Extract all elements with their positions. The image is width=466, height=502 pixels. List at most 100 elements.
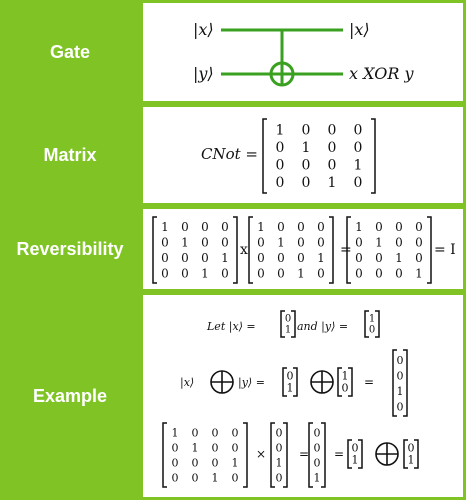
cnot-matrix-entry: 0 bbox=[302, 123, 311, 139]
rev-matrix-b-entry: 1 bbox=[257, 220, 265, 234]
output-vector-1-entry: 0 bbox=[352, 441, 359, 454]
example-cnot-matrix-right-bracket bbox=[243, 422, 248, 488]
cnot-matrix-left-bracket bbox=[262, 118, 267, 194]
output-x-label: |x⟩ bbox=[349, 20, 370, 39]
rev-matrix-b-entry: 0 bbox=[257, 236, 265, 250]
example-cnot-matrix-entry: 0 bbox=[172, 472, 179, 485]
rev-identity-matrix-entry: 0 bbox=[375, 267, 383, 281]
gate-cell: |x⟩ |y⟩ |x⟩ x XOR y bbox=[143, 3, 463, 101]
rev-matrix-a-entry: 0 bbox=[161, 267, 169, 281]
cnot-matrix-entry: 0 bbox=[354, 140, 363, 156]
example-ket-x: |x⟩ bbox=[180, 376, 194, 390]
y-vector-right-bracket bbox=[375, 310, 380, 338]
tensor-result-vector-entry: 0 bbox=[397, 354, 404, 367]
identity-label: = I bbox=[434, 242, 456, 258]
example-ket-y: |y⟩ = bbox=[238, 376, 265, 390]
cnot-matrix-entry: 0 bbox=[302, 158, 311, 174]
example-cnot-matrix-entry: 0 bbox=[212, 427, 219, 440]
rev-identity-matrix-entry: 0 bbox=[355, 236, 363, 250]
example-figure: Let |x⟩ = and |y⟩ = |x⟩ |y⟩ = = × = = 01… bbox=[162, 310, 419, 488]
x-vector-right-bracket bbox=[291, 310, 296, 338]
cnot-matrix-entry: 1 bbox=[328, 175, 337, 191]
example-equals-1: = bbox=[299, 447, 309, 461]
example-cnot-matrix-entry: 0 bbox=[232, 442, 239, 455]
rev-matrix-a-entry: 0 bbox=[201, 236, 209, 250]
output-vector-1-right-bracket bbox=[358, 439, 363, 469]
rev-identity-matrix-entry: 0 bbox=[395, 220, 403, 234]
example-output-vector-entry: 0 bbox=[314, 442, 321, 455]
rev-matrix-b-entry: 0 bbox=[297, 236, 305, 250]
label-gate: Gate bbox=[49, 41, 91, 62]
output-vector-2-right-bracket bbox=[414, 439, 419, 469]
rev-matrix-a-entry: 0 bbox=[161, 251, 169, 265]
rev-matrix-b-entry: 0 bbox=[317, 220, 325, 234]
rev-matrix-b-entry: 0 bbox=[277, 220, 285, 234]
example-cnot-matrix-entry: 0 bbox=[192, 427, 199, 440]
rev-identity-matrix-entry: 0 bbox=[355, 251, 363, 265]
example-cnot-matrix-entry: 1 bbox=[232, 457, 239, 470]
input-x-label: |x⟩ bbox=[193, 20, 214, 39]
example-cnot-matrix-entry: 0 bbox=[192, 472, 199, 485]
rev-matrix-a-entry: 0 bbox=[221, 267, 229, 281]
example-input-vector-left-bracket bbox=[270, 422, 275, 488]
rev-matrix-a-entry: 0 bbox=[201, 251, 209, 265]
rev-matrix-a-entry: 0 bbox=[181, 220, 189, 234]
input-y-label: |y⟩ bbox=[193, 64, 214, 83]
reversibility-equals: = bbox=[340, 242, 352, 258]
cnot-circuit: |x⟩ |y⟩ |x⟩ x XOR y bbox=[193, 20, 414, 87]
cnot-matrix-entry: 0 bbox=[276, 140, 285, 156]
example-output-vector-right-bracket bbox=[321, 422, 326, 488]
rev-identity-matrix-entry: 0 bbox=[375, 220, 383, 234]
example-cnot-matrix-entry: 1 bbox=[212, 472, 219, 485]
rev-matrix-a-entry: 0 bbox=[181, 251, 189, 265]
example-input-vector-entry: 1 bbox=[276, 457, 283, 470]
example-cnot-matrix-entry: 0 bbox=[192, 457, 199, 470]
rev-matrix-b-entry: 0 bbox=[317, 267, 325, 281]
rev-matrix-a-entry: 0 bbox=[221, 220, 229, 234]
x-vector: 01 bbox=[280, 310, 296, 338]
row-gate: Gate |x⟩ |y⟩ |x⟩ x XOR y bbox=[0, 0, 466, 104]
output-vector-1: 01 bbox=[347, 439, 363, 469]
tensor-vector-2: 10 bbox=[337, 367, 353, 397]
rev-matrix-a-entry: 0 bbox=[181, 267, 189, 281]
rev-identity-matrix-right-bracket bbox=[427, 216, 432, 284]
rev-matrix-b-entry: 1 bbox=[297, 267, 305, 281]
x-vector-entry: 1 bbox=[285, 325, 291, 336]
example-cnot-matrix-entry: 0 bbox=[172, 457, 179, 470]
cnot-matrix-entry: 0 bbox=[276, 175, 285, 191]
cnot-equals-label: CNot = bbox=[201, 145, 258, 163]
rev-identity-matrix-entry: 1 bbox=[395, 251, 403, 265]
label-reversibility: Reversibility bbox=[16, 238, 124, 259]
cnot-matrix-entry: 1 bbox=[302, 140, 311, 156]
let-x-text: Let |x⟩ = bbox=[206, 320, 256, 334]
tensor-result-vector-left-bracket bbox=[392, 349, 397, 417]
tensor-result-vector-entry: 1 bbox=[397, 385, 404, 398]
rev-identity-matrix-entry: 1 bbox=[415, 267, 423, 281]
tensor-vector-1-entry: 1 bbox=[287, 381, 294, 394]
rev-matrix-a-entry: 0 bbox=[221, 236, 229, 250]
tensor-result-vector-entry: 0 bbox=[397, 401, 404, 414]
tensor-product-icon-2 bbox=[310, 370, 334, 394]
label-matrix: Matrix bbox=[43, 144, 97, 165]
x-vector-left-bracket bbox=[280, 310, 285, 338]
example-input-vector-right-bracket bbox=[283, 422, 288, 488]
cnot-matrix-entry: 0 bbox=[302, 175, 311, 191]
output-vector-2-left-bracket bbox=[403, 439, 408, 469]
rev-matrix-a-entry: 1 bbox=[221, 251, 229, 265]
rev-identity-matrix-entry: 1 bbox=[375, 236, 383, 250]
rev-matrix-b-entry: 0 bbox=[257, 267, 265, 281]
rev-identity-matrix-entry: 0 bbox=[375, 251, 383, 265]
cnot-matrix-entry: 0 bbox=[354, 175, 363, 191]
rev-matrix-a-entry: 0 bbox=[201, 220, 209, 234]
rev-matrix-b-entry: 0 bbox=[277, 267, 285, 281]
